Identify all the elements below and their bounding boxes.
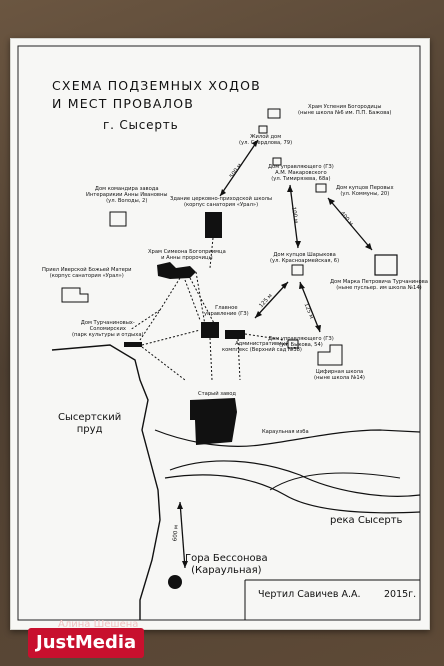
label-subtext: (ул. Красноармейская, 6) (270, 257, 340, 264)
label-subtext: управление (ГЗ) (204, 310, 249, 317)
building-turch-solomirsky (124, 342, 142, 347)
label-subtext: и Анны пророчицы (161, 254, 213, 261)
mountain-marker (168, 575, 182, 589)
label-manager-house: Дом управляющего (ГЗ) А.М. Макаровского … (268, 164, 334, 183)
pond-shoreline (51, 344, 161, 620)
map-title-line1: СХЕМА ПОДЗЕМНЫХ ХОДОВ (52, 78, 261, 93)
label-text: Жилой дом (249, 134, 282, 140)
label-parish-school: Здание церковно-приходской школы (корпус… (170, 196, 273, 209)
building-turchaninov-house (374, 254, 398, 276)
building-iver-chapel (61, 287, 89, 303)
map-board (10, 38, 430, 630)
river-lower-bank (164, 474, 421, 514)
justmedia-logo: JustMedia (28, 628, 145, 658)
label-text: Дом Марка Петровича Турчанинова (330, 279, 428, 285)
label-subtext: (ул. Коммуны, 20) (340, 190, 390, 197)
label-subtext: А.М. Макаровского (275, 169, 327, 176)
building-living-house (258, 125, 268, 134)
building-parish-school (205, 212, 222, 238)
distance-arrows (179, 139, 373, 569)
label-river: река Сысерть (330, 515, 403, 526)
building-simeon-church (157, 262, 196, 279)
label-text: Дом управляющего (ГЗ) (268, 164, 334, 170)
label-turchaninov-house: Дом Марка Петровича Турчанинова (ныне пу… (330, 279, 428, 292)
label-text: Цифирная школа (315, 369, 364, 375)
label-text: Сысертский (58, 412, 122, 423)
signature: Чертил Савичев А.А. (258, 589, 361, 600)
label-admin-complex: Административный комплекс (Верхний сад №… (222, 341, 302, 354)
tunnels (129, 237, 286, 381)
label-turch-solomirsky: Дом Турчаниновых- Соломирских (парк куль… (72, 320, 144, 339)
building-uspenie-church (267, 108, 281, 119)
label-digital-school: Цифирная школа (ныне школа №14) (314, 369, 365, 382)
label-old-factory: Старый завод (198, 391, 236, 397)
label-text: Дом Турчаниновых- (80, 320, 135, 326)
label-mountain: Гора Бессонова (Караульная) (185, 553, 268, 576)
label-subtext: (корпус санатория «Урал») (183, 201, 259, 208)
label-pond: Сысертский пруд (58, 412, 121, 435)
arrow-heads (177, 140, 372, 568)
label-subtext: пруд (76, 423, 103, 435)
label-text: Административный (235, 341, 289, 347)
label-text: Храм Симеона Богоприимца (148, 249, 226, 255)
label-subtext: (ныне пусльер. им школа №14) (336, 284, 422, 291)
building-main-office (201, 322, 219, 338)
label-subtext: (ул. Володы, 2) (106, 197, 148, 204)
label-text: Храм Успения Богородицы (308, 104, 382, 110)
label-subtext: (парк культуры и отдыха) (72, 331, 144, 338)
year: 2015г. (384, 589, 417, 600)
label-text: Приел Иверской Божьей Матери (42, 267, 132, 273)
label-perov-house: Дом купцов Перовых (ул. Коммуны, 20) (336, 185, 394, 198)
label-iver-chapel: Приел Иверской Божьей Матери (корпус сан… (42, 267, 132, 280)
building-sharkov-house (291, 264, 304, 276)
label-subtext: (ныне школа №14) (314, 374, 365, 381)
building-old-factory (190, 398, 237, 445)
label-text: Гора Бессонова (185, 553, 268, 564)
label-text: Дом купцов Шарыкова (273, 252, 336, 258)
label-subtext: (Караульная) (191, 564, 262, 576)
label-subtext: (ул. Тимирязева, 68а) (271, 175, 331, 182)
label-subtext: (ныне школа №6 им. П.П. Бажова) (298, 109, 392, 116)
building-admin-complex (225, 330, 245, 339)
label-text: Дом купцов Перовых (336, 185, 394, 191)
label-text: Здание церковно-приходской школы (170, 196, 273, 202)
label-subtext: (ул. Свердлова, 79) (239, 139, 293, 146)
label-uspenie-church: Храм Успения Богородицы (ныне школа №6 и… (298, 104, 392, 117)
river-upper-bank (169, 460, 421, 497)
map-frame (17, 45, 421, 621)
label-director-house: Дом командира завода Интерарикии Анны Ив… (86, 186, 168, 205)
building-manager-house (272, 157, 282, 166)
map-city: г. Сысерть (103, 118, 179, 132)
river-island (269, 472, 401, 491)
label-text: Дом командира завода (94, 186, 159, 192)
label-subtext: Соломирских (89, 325, 126, 332)
label-subtext: Интерарикии Анны Ивановны (86, 191, 168, 198)
label-subtext: (корпус санатория «Урал») (49, 272, 124, 279)
label-main-office: Главное управление (ГЗ) (204, 305, 249, 318)
label-text: Главное (215, 305, 238, 311)
label-subtext: комплекс (Верхний сад №38) (222, 346, 302, 353)
building-digital-school (317, 344, 343, 366)
label-living-house: Жилой дом (ул. Свердлова, 79) (239, 134, 293, 147)
label-guard-tower: Караульная изба (262, 429, 309, 435)
photo-credit: Алина Шешена (58, 619, 139, 630)
building-manager-house-2 (287, 339, 299, 349)
label-manager-house-2: Дом управляющего (ГЗ) (ул. Быкова, 54) (268, 336, 334, 349)
label-sharkov-house: Дом купцов Шарыкова (ул. Красноармейская… (270, 252, 340, 265)
label-simeon-church: Храм Симеона Богоприимца и Анны пророчиц… (148, 249, 226, 262)
building-perov-house (315, 183, 327, 193)
map-title-line2: И МЕСТ ПРОВАЛОВ (52, 96, 195, 111)
dam-line (154, 429, 421, 447)
label-subtext: (ул. Быкова, 54) (278, 341, 323, 348)
building-director-house (109, 211, 127, 227)
label-text: Дом управляющего (ГЗ) (268, 336, 334, 342)
